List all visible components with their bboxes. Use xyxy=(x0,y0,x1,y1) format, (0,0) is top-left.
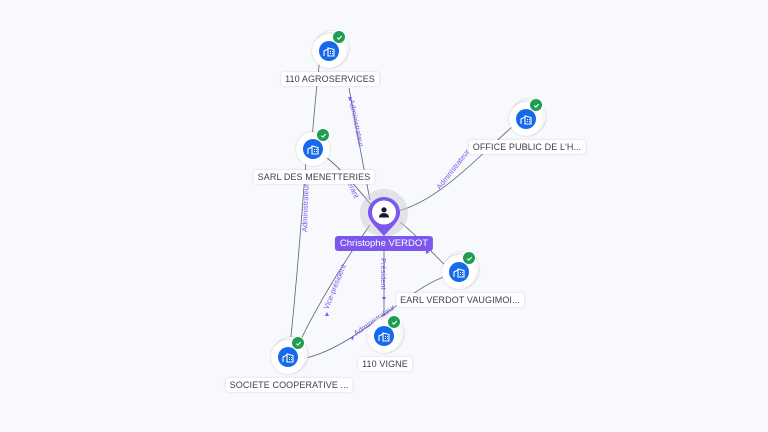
building-icon xyxy=(278,347,298,367)
arrow-icon xyxy=(382,297,386,301)
person-icon xyxy=(379,207,389,218)
edge-label: Administrateur xyxy=(300,183,311,232)
location-pin-icon xyxy=(368,197,400,236)
edge-menetteries-agroservices xyxy=(311,57,321,141)
building-icon xyxy=(449,262,469,282)
arrow-icon xyxy=(350,336,354,340)
building-icon xyxy=(303,139,323,159)
edge-administrateur-cooperative-earl xyxy=(305,274,451,359)
arrow-icon xyxy=(325,312,329,316)
edge-label: Administrateur xyxy=(347,99,366,149)
company-name[interactable]: 110 VIGNE xyxy=(358,357,412,371)
edge-label: Président xyxy=(379,258,388,291)
building-icon xyxy=(516,109,536,129)
arrow-icon xyxy=(426,250,430,254)
edge-administrateur-office-public xyxy=(397,126,513,212)
verified-check-icon xyxy=(387,315,401,329)
verified-check-icon xyxy=(462,251,476,265)
company-name[interactable]: SARL DES MENETTERIES xyxy=(253,170,375,184)
verified-check-icon xyxy=(291,336,305,350)
company-name[interactable]: SOCIETE COOPERATIVE ... xyxy=(225,378,353,392)
verified-check-icon xyxy=(332,30,346,44)
company-name[interactable]: OFFICE PUBLIC DE L'H... xyxy=(468,140,586,154)
edge-label: Vice-président xyxy=(322,262,349,311)
verified-check-icon xyxy=(316,128,330,142)
verified-check-icon xyxy=(529,98,543,112)
building-icon xyxy=(319,41,339,61)
company-name[interactable]: EARL VERDOT VAUGIMOI... xyxy=(396,293,524,307)
edge-administrateur-cooperative-menetteries xyxy=(289,159,307,346)
building-icon xyxy=(374,326,394,346)
person-name[interactable]: Christophe VERDOT xyxy=(334,236,434,251)
arrow-icon xyxy=(348,97,352,101)
company-name[interactable]: 110 AGROSERVICES xyxy=(281,72,379,86)
